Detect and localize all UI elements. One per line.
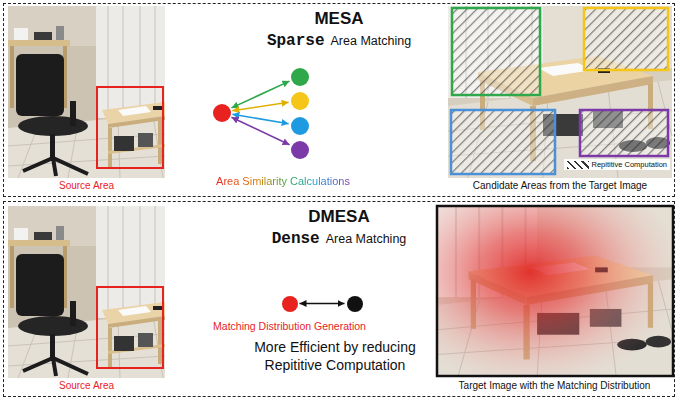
distribution-dot [347,296,363,312]
candidate-dot [291,92,309,110]
target-photo [448,6,672,178]
image-caption: Target Image with the Matching Distribut… [437,380,673,391]
target-image: Target Image with the Matching Distribut… [437,206,673,394]
subtitle-text: Area Matching [331,34,412,48]
method-title: DMESA [4,207,674,227]
candidate-areas [452,8,540,95]
matching-kind: Dense [272,230,320,248]
hatch-swatch [567,161,589,169]
matching-arrow [232,102,288,111]
candidate-areas [451,8,668,174]
candidate-dot [291,141,309,159]
image-caption: Candidate Areas from the Target Image [448,180,673,191]
subtitle-row: Dense Area Matching [4,230,674,248]
candidate-dot [291,117,309,135]
subtitle-row: Sparse Area Matching [4,32,674,50]
source-image: Source Area [8,6,166,194]
source-image: Source Area [8,206,166,394]
matching-kind: Sparse [267,32,325,50]
source-photo [8,6,165,178]
legend-text: Repititive Computation [592,160,667,169]
method-title: MESA [4,9,674,29]
image-frame [437,206,673,376]
step-label: Matching Distribution Generation [213,320,366,332]
image-caption: Source Area [8,180,166,191]
source-area-dot [213,104,231,122]
source-area-dot: Matching Distribution Generation [282,296,298,312]
candidate-areas [451,110,555,174]
image-caption: Source Area [8,380,166,391]
subtitle-text: Area Matching [326,232,407,246]
matching-arrow [231,117,289,145]
target-photo [437,206,673,376]
candidate-dot [291,68,309,86]
matching-arrow [300,303,345,305]
source-photo [8,206,165,378]
legend-entry: Repititive Computation [564,159,670,170]
target-photo [437,206,673,376]
note-text: More Efficient by reducing Repititive Co… [230,339,440,374]
candidate-areas [580,110,668,156]
candidate-areas [584,8,668,70]
operation-label: Area Similarity Calculations [216,175,350,187]
